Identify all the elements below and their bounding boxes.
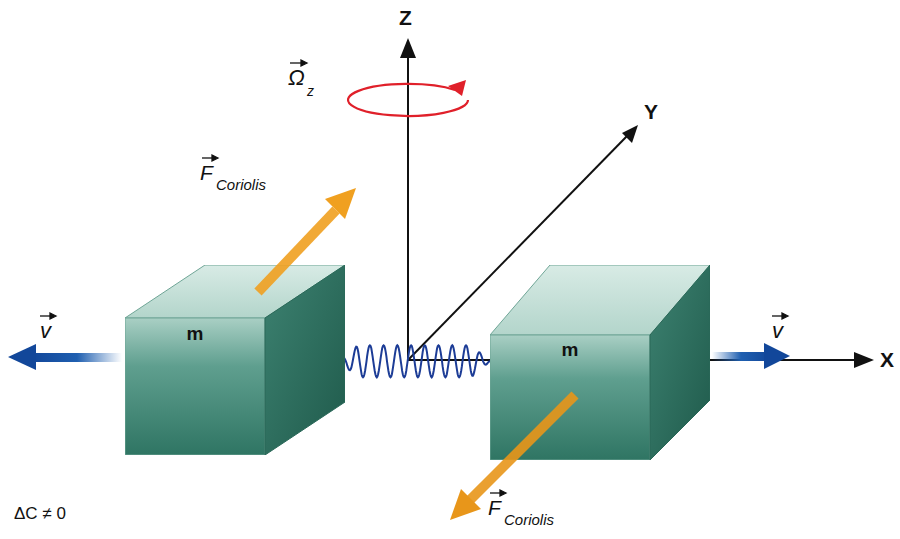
block-shape — [125, 265, 345, 455]
force-subscript: Coriolis — [504, 512, 554, 529]
axis-label: Z — [399, 6, 412, 29]
block-front — [125, 318, 265, 455]
spring-coil — [339, 345, 490, 377]
z-arrowhead — [400, 38, 416, 58]
rotation-arrow — [348, 84, 468, 116]
axis-label: X — [880, 348, 894, 371]
capacitance-note: ΔC ≠ 0 — [14, 505, 66, 524]
z-axis — [407, 54, 409, 360]
block-side — [650, 265, 710, 460]
rotation-symbol: Ω — [288, 66, 305, 90]
axes — [408, 54, 858, 360]
spring — [339, 345, 490, 377]
rotation-subscript: z — [307, 84, 314, 99]
velocity-symbol: v — [40, 319, 51, 343]
mass-label: m — [187, 323, 204, 345]
vector-marks — [40, 60, 788, 496]
mass-label: m — [562, 339, 579, 361]
block-front — [490, 335, 650, 460]
x-arrowhead — [854, 352, 874, 368]
mass-block: m — [490, 265, 710, 460]
axis-label: Y — [644, 100, 658, 123]
y-arrowhead — [622, 125, 638, 143]
block-shape — [490, 265, 710, 460]
block-side — [265, 265, 345, 455]
velocity-symbol: v — [772, 319, 783, 343]
rotation-arrowhead — [448, 80, 466, 96]
mass-block: m — [125, 265, 345, 455]
force-subscript: Coriolis — [216, 177, 266, 194]
force-symbol: F — [488, 496, 501, 519]
force-symbol: F — [200, 161, 213, 184]
